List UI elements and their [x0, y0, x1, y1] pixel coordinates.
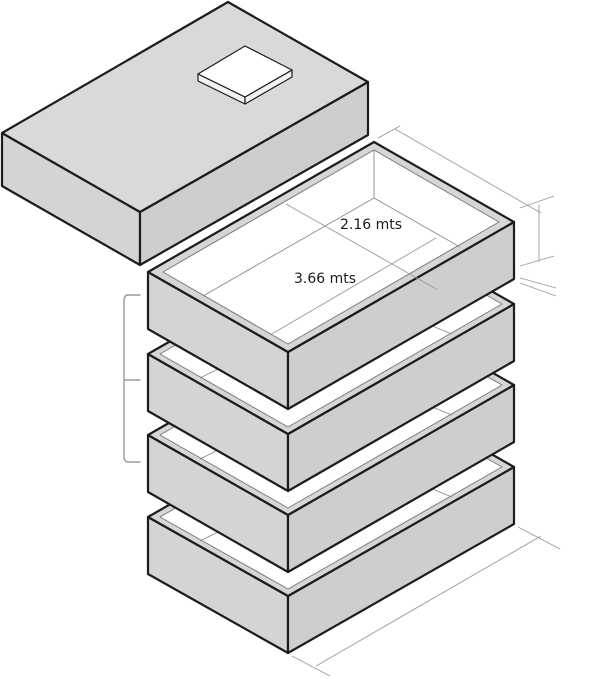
width-dimension-line [285, 203, 439, 291]
module-group-bracket [123, 294, 141, 463]
container-lid [0, 0, 370, 267]
length-dimension-line [269, 237, 437, 336]
external-dimension-lines [291, 125, 561, 677]
lid-top-face [0, 0, 370, 214]
width-dimension-label: 2.16 mts [340, 217, 402, 233]
container-module-1: 2.16 mts 3.66 mts [146, 140, 516, 411]
lid-vent-icon [197, 45, 293, 105]
length-dimension-label: 3.66 mts [294, 271, 356, 287]
